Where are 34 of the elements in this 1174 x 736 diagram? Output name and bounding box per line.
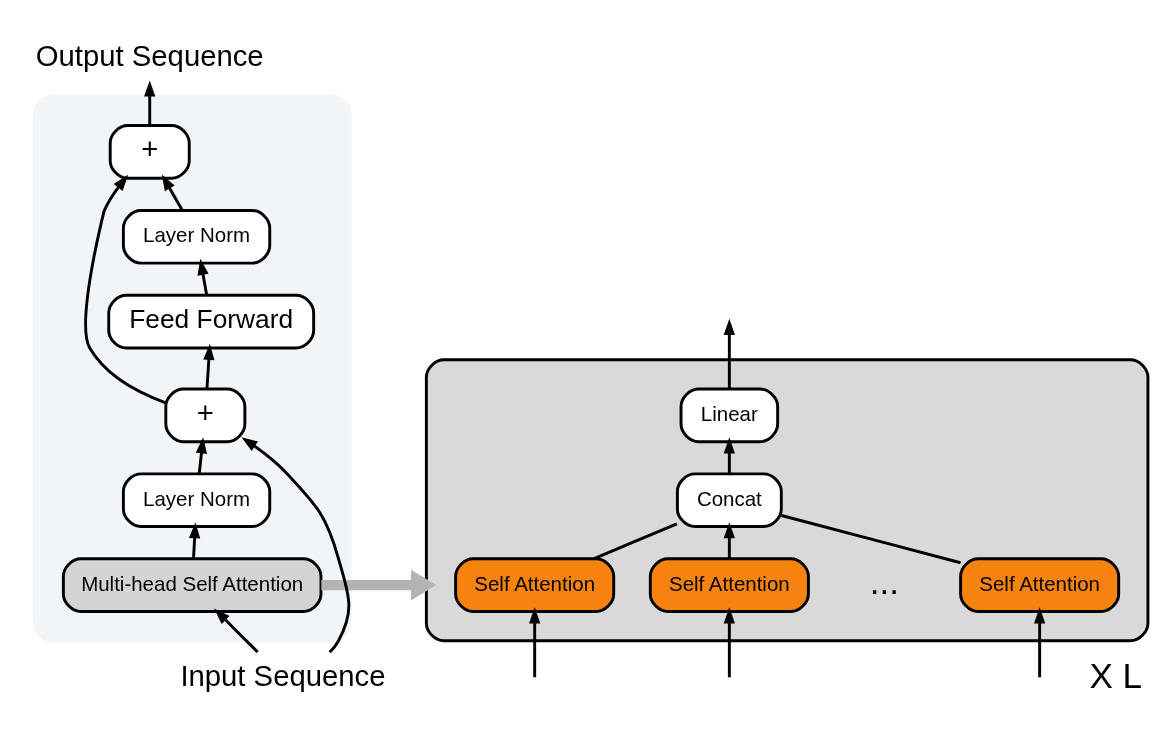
label: ... [869,561,900,601]
arrow [188,521,201,559]
arrow [161,173,184,211]
node-text: Input Sequence [180,659,386,692]
arrow [203,343,215,389]
node-box: Layer Norm [121,208,272,265]
connector [781,513,961,564]
node-box: Self Attention [648,556,810,613]
node-box: Self Attention [959,556,1121,613]
arrow [723,318,735,389]
node-box: + [164,387,247,443]
arrow [723,436,735,474]
arrow [321,569,437,601]
node-box: Self Attention [454,556,616,613]
arrow [84,174,167,404]
arrow [197,258,209,295]
node-box: + [108,123,191,180]
node-box: Concat [675,471,783,528]
arrow [723,521,735,559]
arrow [241,436,351,653]
node-text: Output Sequence [35,39,264,72]
arrow [723,606,735,677]
label: X L [1089,655,1143,695]
arrow [1034,606,1046,677]
node-box: Multi-head Self Attention [61,556,323,613]
connector [593,521,678,560]
cluster [424,357,1150,642]
arrow [214,608,259,653]
node-box: Feed Forward [107,293,316,349]
arrow [195,436,208,474]
node-box: Layer Norm [121,471,272,528]
node-box: Linear [679,387,780,443]
arrow [529,606,541,677]
arrow [144,79,156,125]
